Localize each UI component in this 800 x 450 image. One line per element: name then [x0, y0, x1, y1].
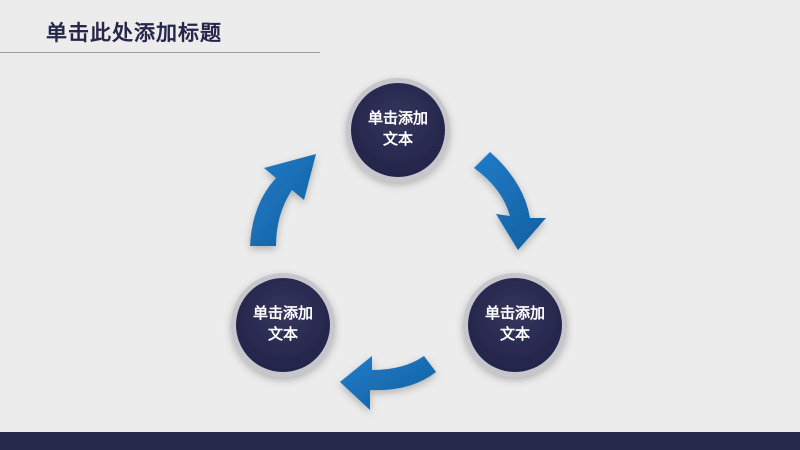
node-label-right[interactable]: 单击添加文本 — [484, 304, 545, 343]
cycle-arrow-icon — [340, 356, 436, 410]
title-divider — [0, 52, 320, 53]
cycle-node-top[interactable] — [346, 78, 450, 182]
cycle-arrow-icon — [474, 152, 546, 250]
footer-bar — [0, 432, 800, 450]
node-label-left[interactable]: 单击添加文本 — [252, 304, 313, 343]
slide-title[interactable]: 单击此处添加标题 — [46, 21, 222, 45]
cycle-node-left[interactable] — [231, 273, 335, 377]
cycle-arrow-icon — [250, 154, 316, 246]
cycle-node-right[interactable] — [463, 273, 567, 377]
node-label-top[interactable]: 单击添加文本 — [367, 109, 428, 148]
